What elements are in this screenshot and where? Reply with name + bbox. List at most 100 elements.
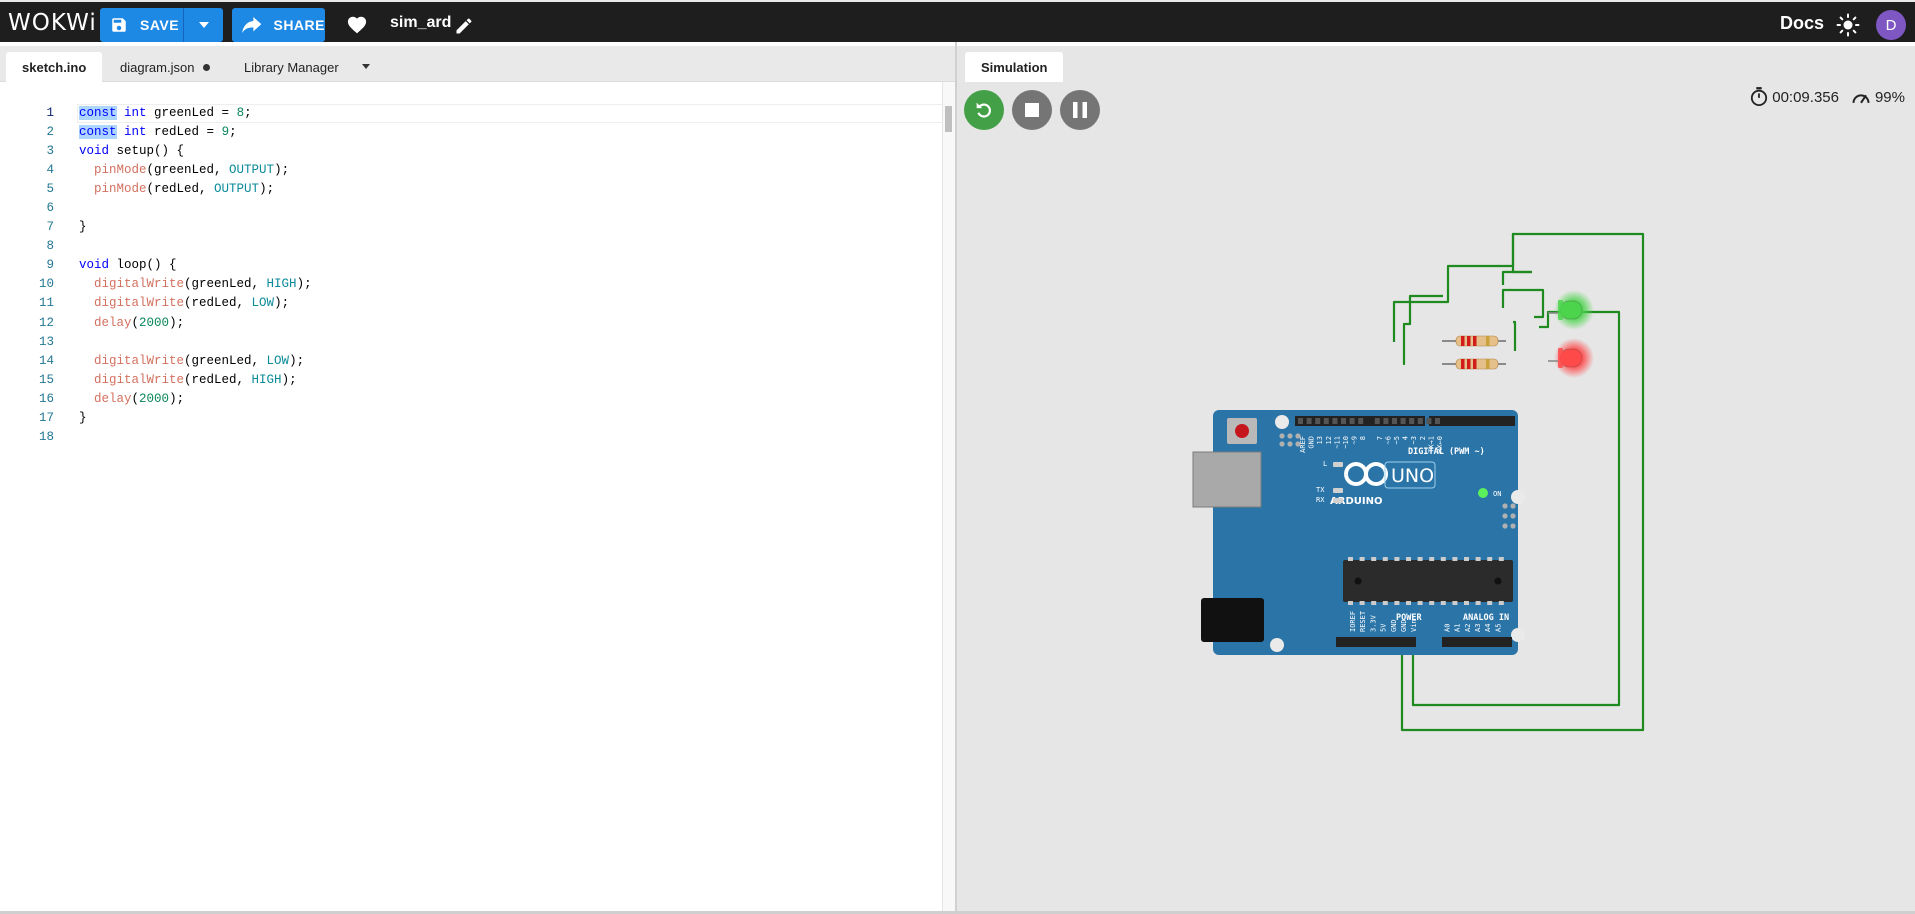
icsp-pin (1287, 441, 1293, 447)
uno-frame (1384, 461, 1436, 489)
icsp-pin (1510, 513, 1516, 519)
line-number: 3 (46, 144, 54, 159)
line-number: 10 (38, 277, 54, 292)
header-pin (1332, 418, 1338, 424)
wire-r1-led-green (1501, 270, 1532, 285)
pencil-edit-icon[interactable] (454, 16, 474, 36)
theme-toggle-sun-icon[interactable] (1836, 13, 1860, 37)
tabs-menu-caret-icon[interactable] (362, 64, 370, 69)
tab-label: diagram.json (120, 59, 195, 75)
code-line[interactable]: delay(2000); (94, 391, 185, 406)
user-avatar[interactable]: D (1876, 10, 1906, 40)
code-line[interactable]: pinMode(greenLed, OUTPUT); (94, 163, 290, 178)
top-pin-label: ~9 (1351, 436, 1359, 444)
l-led (1333, 462, 1343, 467)
tab-library-manager[interactable]: Library Manager (228, 52, 355, 82)
resistor-2-band (1467, 359, 1471, 369)
line-number: 5 (46, 182, 54, 197)
code-line[interactable]: void loop() { (79, 258, 177, 273)
code-line[interactable] (79, 333, 939, 352)
tab-sketch-ino[interactable]: sketch.ino (6, 52, 103, 82)
line-number: 16 (38, 391, 54, 406)
code-line[interactable]: const int redLed = 9; (79, 125, 237, 140)
resistor-2-band (1486, 359, 1490, 369)
wire-pin8-resistor (1392, 232, 1515, 342)
chip-pin (1348, 557, 1353, 561)
pane-splitter[interactable] (955, 42, 957, 914)
code-line[interactable]: digitalWrite(redLed, LOW); (94, 296, 290, 311)
header-pin (1374, 418, 1380, 424)
caret-down-icon (198, 22, 209, 28)
scrollbar-thumb[interactable] (945, 106, 952, 132)
line-number: 9 (46, 258, 54, 273)
line-number: 8 (46, 239, 54, 254)
top-pin-label: GND (1308, 436, 1316, 449)
chip-pin (1429, 601, 1435, 605)
simulation-speed: 99% (1874, 88, 1905, 106)
icsp-pin (1295, 433, 1301, 439)
save-button[interactable]: SAVE (100, 8, 184, 42)
tab-simulation[interactable]: Simulation (965, 52, 1064, 82)
chip-pin (1359, 557, 1365, 561)
chip-pin (1359, 601, 1365, 605)
code-line[interactable] (79, 428, 939, 447)
resistor-2-band (1461, 359, 1465, 369)
chip-pin (1498, 557, 1504, 561)
code-line[interactable]: void setup() { (79, 144, 185, 159)
code-line[interactable]: } (79, 220, 87, 235)
bottom-pin-label: A0 (1443, 624, 1451, 632)
line-number: 12 (38, 315, 54, 330)
code-line[interactable]: digitalWrite(redLed, HIGH); (94, 372, 297, 387)
wire-pin9-resistor (1402, 294, 1443, 366)
tab-diagram-json[interactable]: diagram.json (104, 52, 226, 82)
line-number: 13 (38, 334, 54, 349)
power-jack (1201, 598, 1264, 642)
code-line[interactable]: digitalWrite(greenLed, LOW); (94, 353, 305, 368)
restart-simulation-button[interactable] (964, 90, 1004, 130)
share-button[interactable]: SHARE (232, 8, 325, 42)
pause-simulation-button[interactable] (1060, 90, 1100, 130)
code-line[interactable]: } (79, 410, 87, 425)
brand-label: ARDUINO (1330, 496, 1382, 507)
on-label: ON (1493, 490, 1501, 498)
mount-hole (1511, 628, 1525, 642)
resistor-1-band (1473, 336, 1477, 346)
editor-scrollbar[interactable] (942, 82, 956, 912)
heart-icon[interactable] (346, 14, 368, 34)
chip-pin (1487, 601, 1493, 605)
icsp-pin (1502, 523, 1508, 529)
wire-loop (1513, 320, 1517, 351)
code-lines[interactable]: const int greenLed = 8; const int redLed … (79, 104, 939, 447)
code-line[interactable]: const int greenLed = 8; (79, 106, 252, 120)
chip-pin (1440, 557, 1446, 561)
code-line[interactable] (79, 199, 939, 218)
chip-pin (1464, 601, 1469, 605)
window-bottom-edge (0, 911, 1915, 914)
code-line[interactable]: delay(2000); (94, 315, 185, 330)
wire-green-gnd (1400, 232, 1645, 732)
project-name[interactable]: sim_ard (390, 14, 452, 31)
line-number: 18 (38, 429, 54, 444)
chip-pin (1475, 557, 1481, 561)
top-pin-label: ~5 (1393, 436, 1401, 444)
top-pin-label: ~6 (1384, 436, 1392, 444)
icsp-pin (1295, 441, 1301, 447)
header-pin (1349, 418, 1355, 424)
resistor-1-band (1486, 336, 1490, 346)
icsp-pin (1279, 433, 1285, 439)
simulation-stats: 00:09.356 99% (1750, 84, 1905, 110)
save-options-dropdown[interactable] (184, 8, 223, 42)
stop-simulation-button[interactable] (1012, 90, 1052, 130)
docs-link[interactable]: Docs (1780, 13, 1825, 33)
wokwi-logo[interactable]: WOKWi (8, 10, 97, 36)
code-line[interactable] (79, 237, 939, 256)
code-line[interactable]: digitalWrite(greenLed, HIGH); (94, 277, 312, 292)
chip-pin (1440, 601, 1446, 605)
mount-hole (1511, 490, 1525, 504)
code-line[interactable]: pinMode(redLed, OUTPUT); (94, 182, 275, 197)
tab-label: Library Manager (244, 59, 339, 75)
top-pin-label: 13 (1316, 436, 1324, 444)
